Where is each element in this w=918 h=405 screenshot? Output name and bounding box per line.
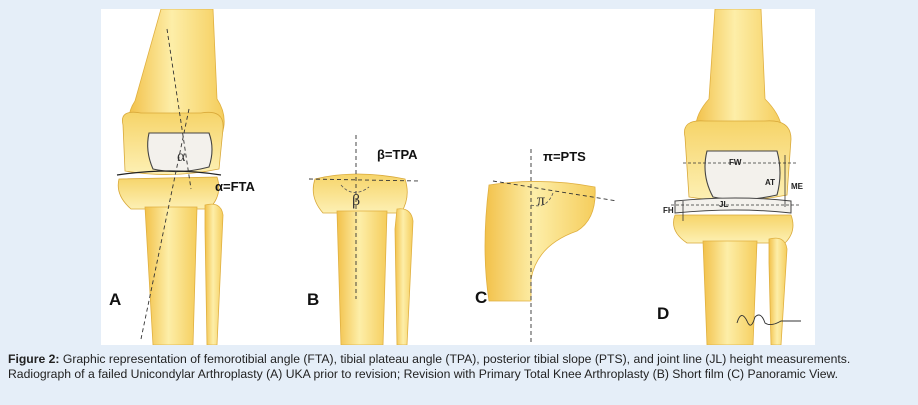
figure-caption: Figure 2: Graphic representation of femo… <box>8 352 912 382</box>
angle-symbol-b: β <box>352 192 360 209</box>
equation-a: α=FTA <box>215 179 256 194</box>
tibial-shaft-a <box>144 206 198 345</box>
angle-symbol-a: α <box>177 148 186 165</box>
panel-c: π π=PTS C <box>475 149 618 345</box>
tibial-plateau-a <box>117 176 220 210</box>
caption-label: Figure 2: <box>8 352 60 366</box>
label-fw: FW <box>729 158 742 167</box>
tibial-profile-c <box>484 181 596 302</box>
tka-femoral-component <box>704 150 781 201</box>
artist-signature <box>736 314 801 326</box>
tpa-arc <box>340 184 370 193</box>
panel-a: α α=FTA A <box>109 9 256 345</box>
fibula-d <box>768 237 788 345</box>
panel-d: FW AT ME FH JL D <box>657 9 804 345</box>
panel-letter-d: D <box>657 304 669 323</box>
equation-c: π=PTS <box>543 149 586 164</box>
label-jl: JL <box>719 200 728 209</box>
caption-text: Graphic representation of femorotibial a… <box>8 352 851 381</box>
label-me: ME <box>791 182 804 191</box>
tibial-plateau-b <box>312 173 408 214</box>
pts-arc <box>530 192 554 207</box>
femoral-axis <box>166 28 192 190</box>
label-fh: FH <box>663 206 674 215</box>
fibula-a <box>204 203 224 345</box>
angle-symbol-c: π <box>537 192 545 209</box>
equation-b: β=TPA <box>377 147 418 162</box>
tpa-plateau-line <box>308 178 420 182</box>
tibial-shaft-b <box>336 210 388 345</box>
tibial-shaft-d <box>702 240 758 345</box>
fibula-b <box>394 208 414 345</box>
tka-tibial-tray <box>674 197 792 214</box>
label-at: AT <box>765 178 775 187</box>
figure-illustration: α α=FTA A β β=TPA B <box>101 9 815 345</box>
joint-line-a <box>116 170 222 176</box>
panel-letter-c: C <box>475 288 487 307</box>
panel-b: β β=TPA B <box>307 135 420 345</box>
panel-letter-b: B <box>307 290 319 309</box>
panel-letter-a: A <box>109 290 121 309</box>
